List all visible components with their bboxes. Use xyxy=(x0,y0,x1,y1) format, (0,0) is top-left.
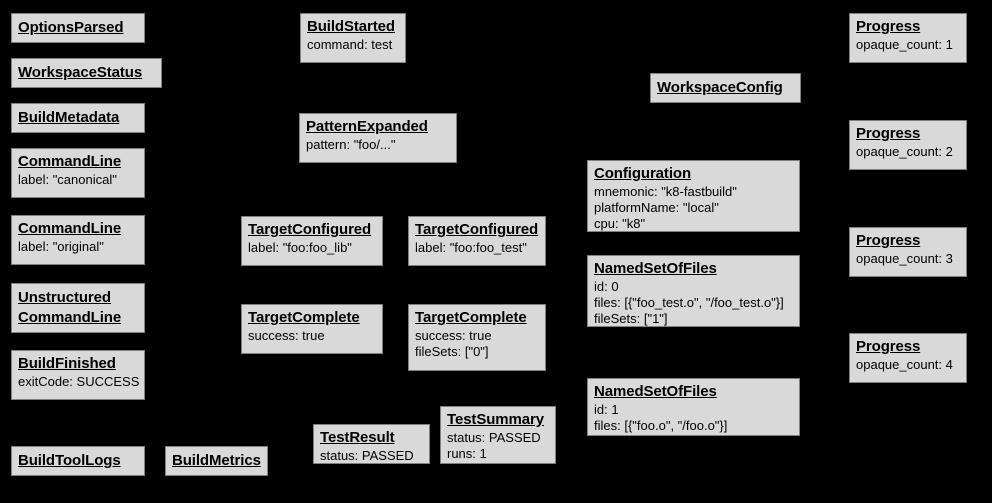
node-progress-3[interactable]: Progress opaque_count: 3 xyxy=(849,227,967,277)
node-fields: opaque_count: 3 xyxy=(856,251,960,267)
node-field: label: "canonical" xyxy=(18,172,117,187)
node-title: CommandLine xyxy=(18,153,122,170)
node-fields: opaque_count: 4 xyxy=(856,357,960,373)
node-title: TestSummary xyxy=(447,411,544,428)
node-fields: opaque_count: 1 xyxy=(856,37,960,53)
node-field: opaque_count: 3 xyxy=(856,251,953,266)
node-fields: opaque_count: 2 xyxy=(856,144,960,160)
node-field: label: "foo:foo_lib" xyxy=(248,240,352,255)
node-field: exitCode: SUCCESS xyxy=(18,374,140,389)
node-workspace-config[interactable]: WorkspaceConfig xyxy=(650,73,801,103)
node-progress-1[interactable]: Progress opaque_count: 1 xyxy=(849,13,967,63)
node-title: WorkspaceConfig xyxy=(657,79,783,96)
node-field: label: "original" xyxy=(18,239,104,254)
node-field: mnemonic: "k8-fastbuild" xyxy=(594,184,737,199)
node-fields: label: "canonical" xyxy=(18,172,138,188)
node-field: label: "foo:foo_test" xyxy=(415,240,527,255)
node-configuration[interactable]: Configuration mnemonic: "k8-fastbuild"pla… xyxy=(587,160,800,232)
node-progress-2[interactable]: Progress opaque_count: 2 xyxy=(849,120,967,170)
node-fields: pattern: "foo/..." xyxy=(306,137,450,153)
node-fields: label: "foo:foo_lib" xyxy=(248,240,376,256)
node-field: id: 1 xyxy=(594,402,619,417)
node-fields: success: true xyxy=(248,328,376,344)
node-field: fileSets: ["1"] xyxy=(594,311,668,326)
node-title: BuildFinished xyxy=(18,355,116,372)
node-title: TargetConfigured xyxy=(248,221,372,238)
node-title: BuildMetrics xyxy=(172,452,261,469)
node-title: TargetComplete xyxy=(248,309,360,326)
node-fields: label: "original" xyxy=(18,239,138,255)
node-title: NamedSetOfFiles xyxy=(594,383,717,400)
node-options-parsed[interactable]: OptionsParsed xyxy=(11,13,145,43)
node-title: BuildStarted xyxy=(307,18,395,35)
node-title: Progress xyxy=(856,338,921,355)
node-title: PatternExpanded xyxy=(306,118,428,135)
node-workspace-status[interactable]: WorkspaceStatus xyxy=(11,58,162,88)
node-field: opaque_count: 4 xyxy=(856,357,953,372)
node-build-started[interactable]: BuildStarted command: test xyxy=(300,13,406,63)
node-field: fileSets: ["0"] xyxy=(415,344,489,359)
node-field: opaque_count: 1 xyxy=(856,37,953,52)
node-title: TargetConfigured xyxy=(415,221,539,238)
node-title: TargetComplete xyxy=(415,309,527,326)
node-field: command: test xyxy=(307,37,393,52)
node-field: success: true xyxy=(248,328,325,343)
node-fields: mnemonic: "k8-fastbuild"platformName: "l… xyxy=(594,184,793,232)
node-title: CommandLine xyxy=(18,220,122,237)
node-field: files: [{"foo.o", "/foo.o"}] xyxy=(594,418,728,433)
node-title: Configuration xyxy=(594,165,692,182)
node-fields: status: PASSED xyxy=(320,448,423,464)
node-field: opaque_count: 2 xyxy=(856,144,953,159)
node-title: TestResult xyxy=(320,429,395,446)
node-progress-4[interactable]: Progress opaque_count: 4 xyxy=(849,333,967,383)
node-field: cpu: "k8" xyxy=(594,216,646,231)
node-title: Progress xyxy=(856,232,921,249)
node-test-result[interactable]: TestResult status: PASSED xyxy=(313,424,430,464)
node-title: BuildMetadata xyxy=(18,109,120,126)
node-title: OptionsParsed xyxy=(18,19,124,36)
node-title: Progress xyxy=(856,18,921,35)
node-target-configured-lib[interactable]: TargetConfigured label: "foo:foo_lib" xyxy=(241,216,383,266)
node-fields: command: test xyxy=(307,37,399,53)
node-field: id: 0 xyxy=(594,279,619,294)
node-build-finished[interactable]: BuildFinished exitCode: SUCCESS xyxy=(11,350,145,400)
node-field: files: [{"foo_test.o", "/foo_test.o"}] xyxy=(594,295,784,310)
node-field: success: true xyxy=(415,328,492,343)
node-title: BuildToolLogs xyxy=(18,452,121,469)
node-target-configured-test[interactable]: TargetConfigured label: "foo:foo_test" xyxy=(408,216,546,266)
node-field: pattern: "foo/..." xyxy=(306,137,396,152)
node-command-line-original[interactable]: CommandLine label: "original" xyxy=(11,215,145,265)
node-field: platformName: "local" xyxy=(594,200,719,215)
node-build-metrics[interactable]: BuildMetrics xyxy=(165,446,268,476)
node-field: runs: 1 xyxy=(447,446,487,461)
node-target-complete-lib[interactable]: TargetComplete success: true xyxy=(241,304,383,354)
node-command-line-canonical[interactable]: CommandLine label: "canonical" xyxy=(11,148,145,198)
node-title: Unstructured CommandLine xyxy=(18,289,122,326)
node-fields: label: "foo:foo_test" xyxy=(415,240,539,256)
node-pattern-expanded[interactable]: PatternExpanded pattern: "foo/..." xyxy=(299,113,457,163)
node-build-metadata[interactable]: BuildMetadata xyxy=(11,103,145,133)
node-field: status: PASSED xyxy=(320,448,414,463)
node-fields: exitCode: SUCCESS xyxy=(18,374,140,390)
node-title: Progress xyxy=(856,125,921,142)
node-field: status: PASSED xyxy=(447,430,541,445)
node-title: WorkspaceStatus xyxy=(18,64,143,81)
node-title: NamedSetOfFiles xyxy=(594,260,717,277)
node-build-tool-logs[interactable]: BuildToolLogs xyxy=(11,446,145,476)
node-unstructured-command-line[interactable]: Unstructured CommandLine xyxy=(11,283,145,333)
